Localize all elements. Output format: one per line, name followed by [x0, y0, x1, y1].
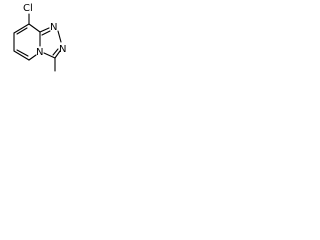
bond-c5-n4 — [28, 54, 37, 61]
bond-n2-c3-double — [52, 48, 59, 56]
bond-n1-n2 — [57, 30, 62, 43]
structure-drawing: Cl N N N — [13, 3, 66, 72]
bond-c8a-c8 — [28, 23, 41, 33]
atom-label-nitrogen-right: N — [59, 44, 66, 55]
bond-c8a-n1-double — [41, 30, 51, 36]
bond-c6-c5 — [13, 50, 30, 61]
atom-label-nitrogen-bridge: N — [36, 47, 43, 58]
bond-c6-c5-double — [16, 49, 29, 57]
bond-c8-c7 — [13, 23, 30, 34]
molecule-canvas: Cl N N N — [0, 0, 73, 84]
bond-c8a-n1 — [39, 27, 50, 33]
atom-label-chlorine: Cl — [23, 3, 33, 14]
bond-n2-c3 — [54, 50, 61, 59]
bond-c3-n4 — [43, 52, 56, 59]
atom-label-nitrogen-top: N — [50, 22, 57, 33]
bond-c8-c7-double — [16, 27, 28, 35]
